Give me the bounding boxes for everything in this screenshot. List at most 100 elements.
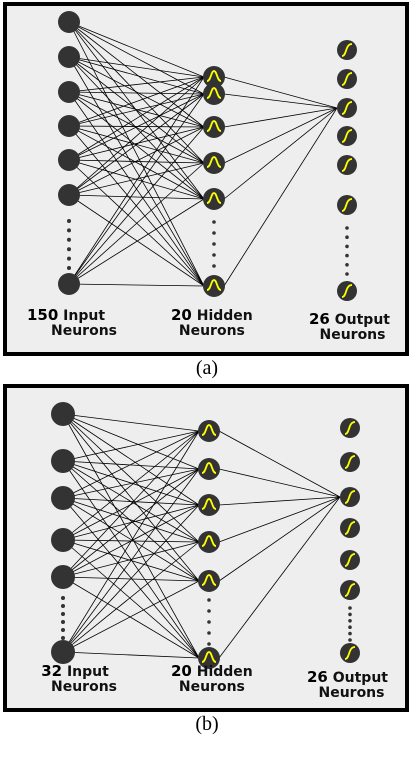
input-neuron — [51, 402, 75, 426]
input-hidden-connection — [62, 430, 200, 541]
input-hidden-connection — [68, 126, 205, 196]
input-hidden-connection — [68, 21, 205, 128]
input-hidden-connection — [68, 21, 205, 95]
hidden-output-connection — [223, 107, 338, 200]
input-ellipsis-dot — [61, 596, 65, 600]
input-hidden-connection — [68, 76, 205, 161]
input-neuron — [58, 184, 80, 206]
input-ellipsis-dot — [67, 219, 71, 223]
hidden-neuron — [203, 152, 225, 174]
hidden-output-connection — [223, 107, 338, 164]
output-ellipsis-dot — [348, 625, 352, 629]
gaussian-bump-icon — [201, 424, 217, 436]
hidden-ellipsis-dot — [212, 264, 216, 268]
gaussian-bump-icon — [206, 279, 222, 291]
input-hidden-connection — [68, 194, 205, 200]
hidden-output-connection — [218, 496, 341, 659]
input-ellipsis-dot — [61, 636, 65, 640]
input-hidden-connection — [68, 93, 205, 285]
hidden-neuron — [198, 647, 220, 669]
gaussian-bump-icon — [206, 120, 222, 132]
hidden-neuron — [203, 188, 225, 210]
connections — [68, 21, 338, 287]
input-ellipsis-dot — [61, 612, 65, 616]
hidden-output-connection — [223, 107, 338, 287]
sigmoid-s-icon — [344, 521, 356, 535]
input-hidden-connection — [68, 76, 205, 285]
input-hidden-connection — [62, 541, 200, 653]
hidden-neuron — [203, 66, 225, 88]
hidden-label-line2-b: Neurons — [178, 679, 245, 695]
input-hidden-connection — [62, 413, 200, 543]
input-hidden-connection — [68, 194, 205, 287]
input-ellipsis-dot — [67, 266, 71, 270]
hidden-ellipsis-dot — [212, 231, 216, 235]
sigmoid-s-icon — [344, 646, 356, 660]
input-hidden-connection — [62, 468, 200, 653]
input-hidden-connection — [62, 430, 200, 462]
input-hidden-connection — [68, 91, 205, 200]
input-hidden-connection — [62, 539, 200, 659]
output-ellipsis-dot — [345, 244, 349, 249]
input-hidden-connection — [68, 125, 205, 200]
input-hidden-connection — [62, 413, 200, 506]
sigmoid-s-icon — [341, 284, 353, 298]
hidden-neuron — [203, 83, 225, 105]
input-hidden-connection — [62, 413, 200, 432]
hidden-ellipsis-dot — [212, 242, 216, 246]
hidden-count-b: 20 — [171, 662, 192, 680]
input-hidden-connection — [62, 430, 200, 578]
input-ellipsis-dot — [67, 256, 71, 261]
input-layer-label-b: 32 Input Neurons — [33, 664, 117, 695]
input-hidden-connection — [62, 460, 200, 506]
output-layer-label-b: 26 Output Neurons — [307, 670, 388, 701]
input-hidden-connection — [68, 76, 205, 196]
hidden-neuron — [198, 570, 220, 592]
gaussian-bump-icon — [201, 535, 217, 547]
input-neuron — [58, 11, 80, 33]
hidden-ellipsis-dot — [212, 220, 216, 224]
input-hidden-connection — [68, 56, 205, 78]
input-neuron — [51, 528, 75, 552]
hidden-ellipsis-dot — [207, 631, 211, 635]
hidden-ellipsis-dot — [207, 642, 211, 646]
input-hidden-connection — [68, 56, 205, 200]
gaussian-bump-icon — [201, 651, 217, 663]
sigmoid-s-icon — [344, 490, 356, 504]
input-hidden-connection — [62, 504, 200, 653]
input-hidden-connection — [68, 162, 205, 285]
input-neuron — [51, 565, 75, 589]
input-hidden-connection — [68, 56, 205, 95]
output-ellipsis-dot — [345, 263, 349, 267]
output-count-b: 26 — [307, 668, 328, 686]
input-hidden-connection — [62, 468, 200, 499]
input-count-a: 150 — [26, 306, 59, 324]
hidden-layer-label-b: 20 Hidden Neurons — [171, 664, 253, 695]
output-label-line1-a: Output — [334, 312, 390, 328]
output-layer-label-a: 26 Output Neurons — [309, 312, 390, 343]
hidden-ellipsis-dot — [207, 620, 211, 624]
input-hidden-connection — [68, 126, 205, 285]
output-ellipsis-dot — [348, 619, 352, 623]
sigmoid-s-icon — [341, 101, 353, 115]
gaussian-bump-icon — [206, 70, 222, 82]
sigmoid-s-icon — [341, 72, 353, 86]
input-ellipsis-dot — [67, 237, 71, 242]
input-hidden-connection — [68, 162, 205, 196]
network-graph-a — [58, 11, 357, 301]
sigmoid-s-icon — [341, 129, 353, 143]
input-hidden-connection — [62, 460, 200, 582]
input-hidden-connection — [68, 283, 205, 287]
input-hidden-connection — [62, 541, 200, 578]
input-ellipsis-dot — [61, 628, 65, 632]
input-neuron — [58, 46, 80, 68]
input-layer-label-a: 150 Input Neurons — [15, 308, 117, 339]
input-hidden-connection — [68, 125, 205, 128]
connections — [62, 413, 341, 659]
hidden-neuron — [198, 494, 220, 516]
input-neuron — [58, 115, 80, 137]
sigmoid-s-icon — [344, 421, 356, 435]
sigmoid-s-icon — [344, 455, 356, 469]
input-hidden-connection — [68, 56, 205, 287]
input-hidden-connection — [68, 126, 205, 161]
